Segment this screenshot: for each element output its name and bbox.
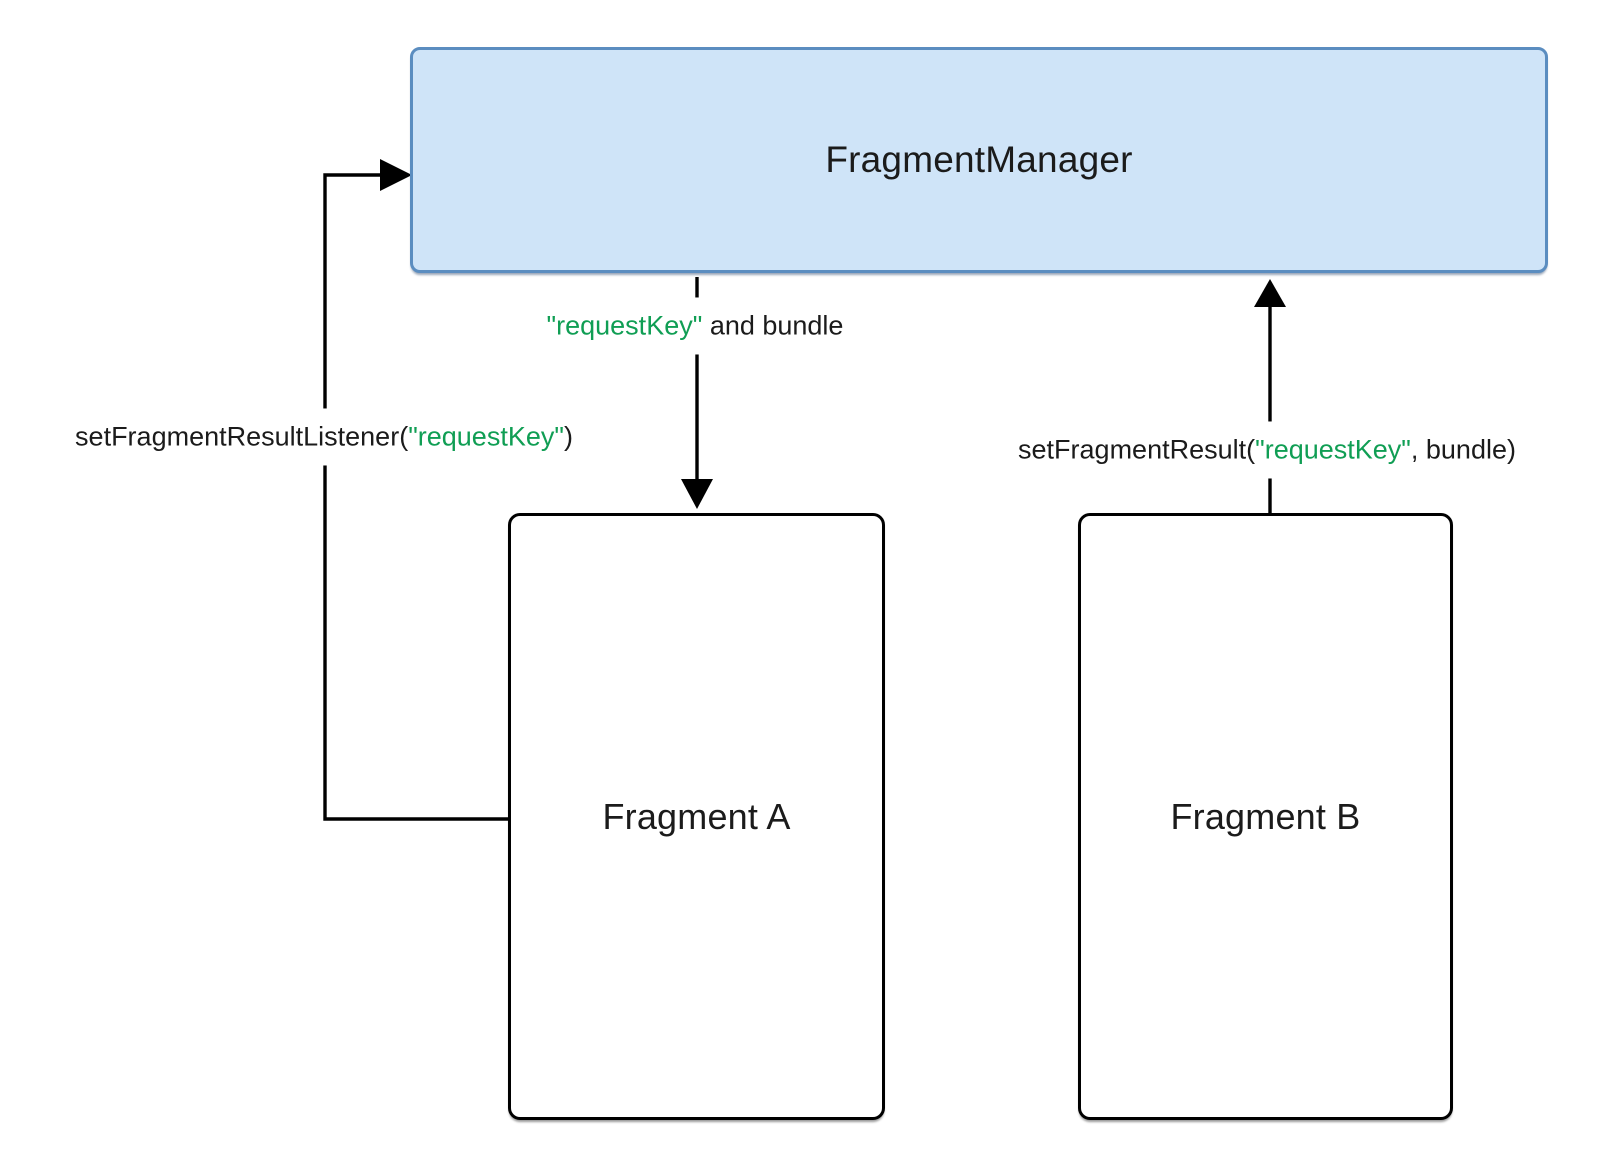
fragment-manager-node: FragmentManager bbox=[410, 47, 1548, 273]
fragment-b-node: Fragment B bbox=[1078, 513, 1453, 1120]
request-key-literal: "requestKey" bbox=[1255, 434, 1411, 465]
edge-label-set-fragment-result-listener: setFragmentResultListener("requestKey") bbox=[69, 408, 579, 466]
request-key-literal: "requestKey" bbox=[546, 310, 703, 341]
fragment-manager-label: FragmentManager bbox=[825, 139, 1133, 180]
edge-label-result-suffix: , bundle) bbox=[1410, 434, 1516, 465]
arrowhead-into-manager-bottom bbox=[1254, 279, 1286, 307]
edge-label-result-prefix: setFragmentResult( bbox=[1018, 434, 1256, 465]
edge-label-requestkey-and-bundle: "requestKey" and bundle bbox=[540, 297, 850, 355]
edge-label-listener-prefix: setFragmentResultListener( bbox=[75, 421, 409, 452]
edge-label-listener-suffix: ) bbox=[563, 421, 573, 452]
fragment-b-label: Fragment B bbox=[1170, 795, 1361, 837]
arrowhead-into-fragment-a bbox=[681, 479, 713, 509]
request-key-literal: "requestKey" bbox=[408, 421, 564, 452]
edge-label-set-fragment-result: setFragmentResult("requestKey", bundle) bbox=[1012, 421, 1522, 479]
fragment-a-label: Fragment A bbox=[602, 795, 791, 837]
fragment-a-node: Fragment A bbox=[508, 513, 885, 1120]
edge-label-deliver-suffix: and bundle bbox=[702, 310, 844, 341]
arrowhead-into-manager-left bbox=[380, 159, 412, 191]
